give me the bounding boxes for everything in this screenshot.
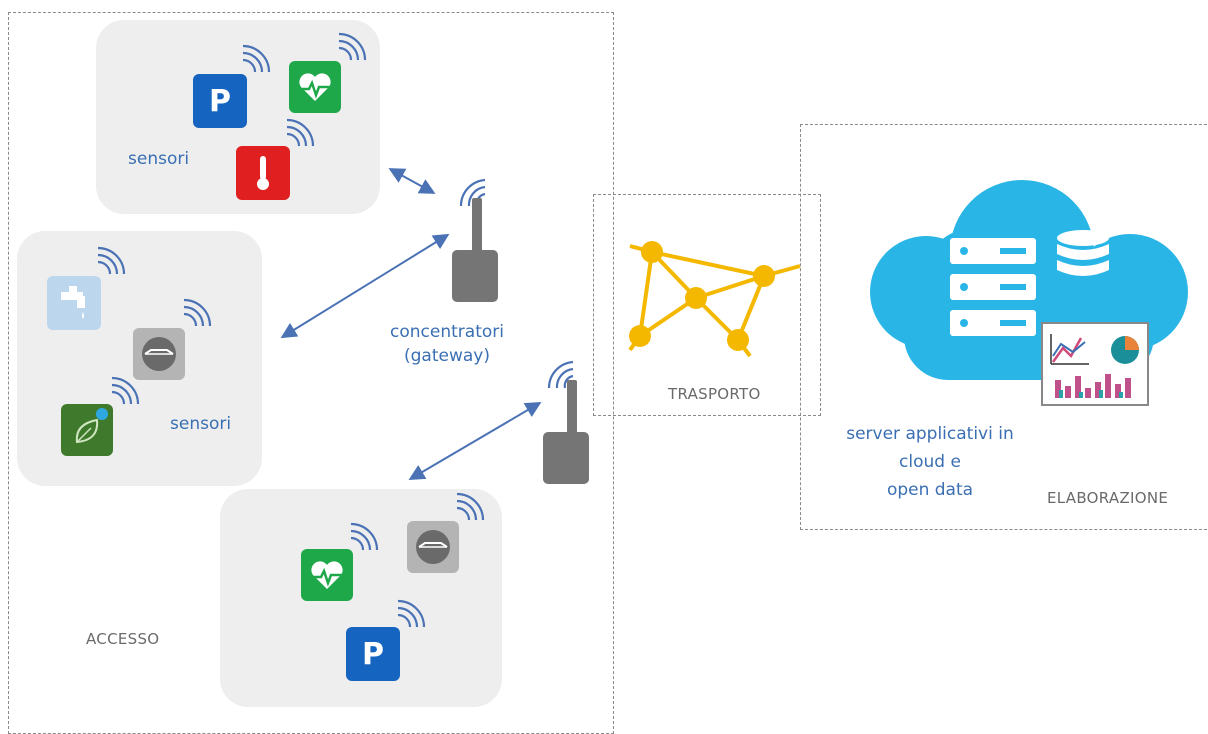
transport-zone-label: TRASPORTO [668,385,761,403]
sensors-label-middle: sensori [170,414,232,434]
heart-monitor-icon [289,61,341,113]
gateway-label-line1: concentratori [390,322,504,342]
wifi-icon [286,118,315,147]
wifi-icon [97,246,126,275]
leaf-icon [61,404,113,456]
cloud-label-line3: open data [886,480,974,500]
parking-icon: P [193,74,247,128]
wifi-icon [456,492,485,521]
sensors-label-top: sensori [128,149,190,169]
wifi-icon [183,298,212,327]
meter-icon [133,328,185,380]
meter-icon [407,521,459,573]
gateway-icon [543,380,589,484]
gateway-icon [452,198,498,302]
heart-monitor-icon [301,549,353,601]
transport-zone [593,194,821,416]
cloud-label-line1: server applicativi in [846,424,1014,444]
analytics-icon [1041,322,1149,406]
network-icon [628,241,801,358]
database-icon [1057,230,1109,276]
cloud-label-line2: cloud e [899,452,961,472]
wifi-icon [111,376,140,405]
thermometer-icon [236,146,290,200]
gateway-label-line2: (gateway) [404,346,490,366]
processing-zone [800,124,1208,530]
water-tap-icon [47,276,101,330]
parking-glyph: P [209,83,231,119]
parking-glyph: P [362,636,384,672]
server-icon [950,238,1036,336]
wifi-icon [350,522,379,551]
wifi-icon [338,32,367,61]
processing-zone-label: ELABORAZIONE [1047,489,1169,507]
parking-icon: P [346,627,400,681]
access-zone-label: ACCESSO [86,630,160,648]
wifi-icon [397,599,426,628]
wifi-icon [242,44,271,73]
wifi-icon [547,360,574,389]
